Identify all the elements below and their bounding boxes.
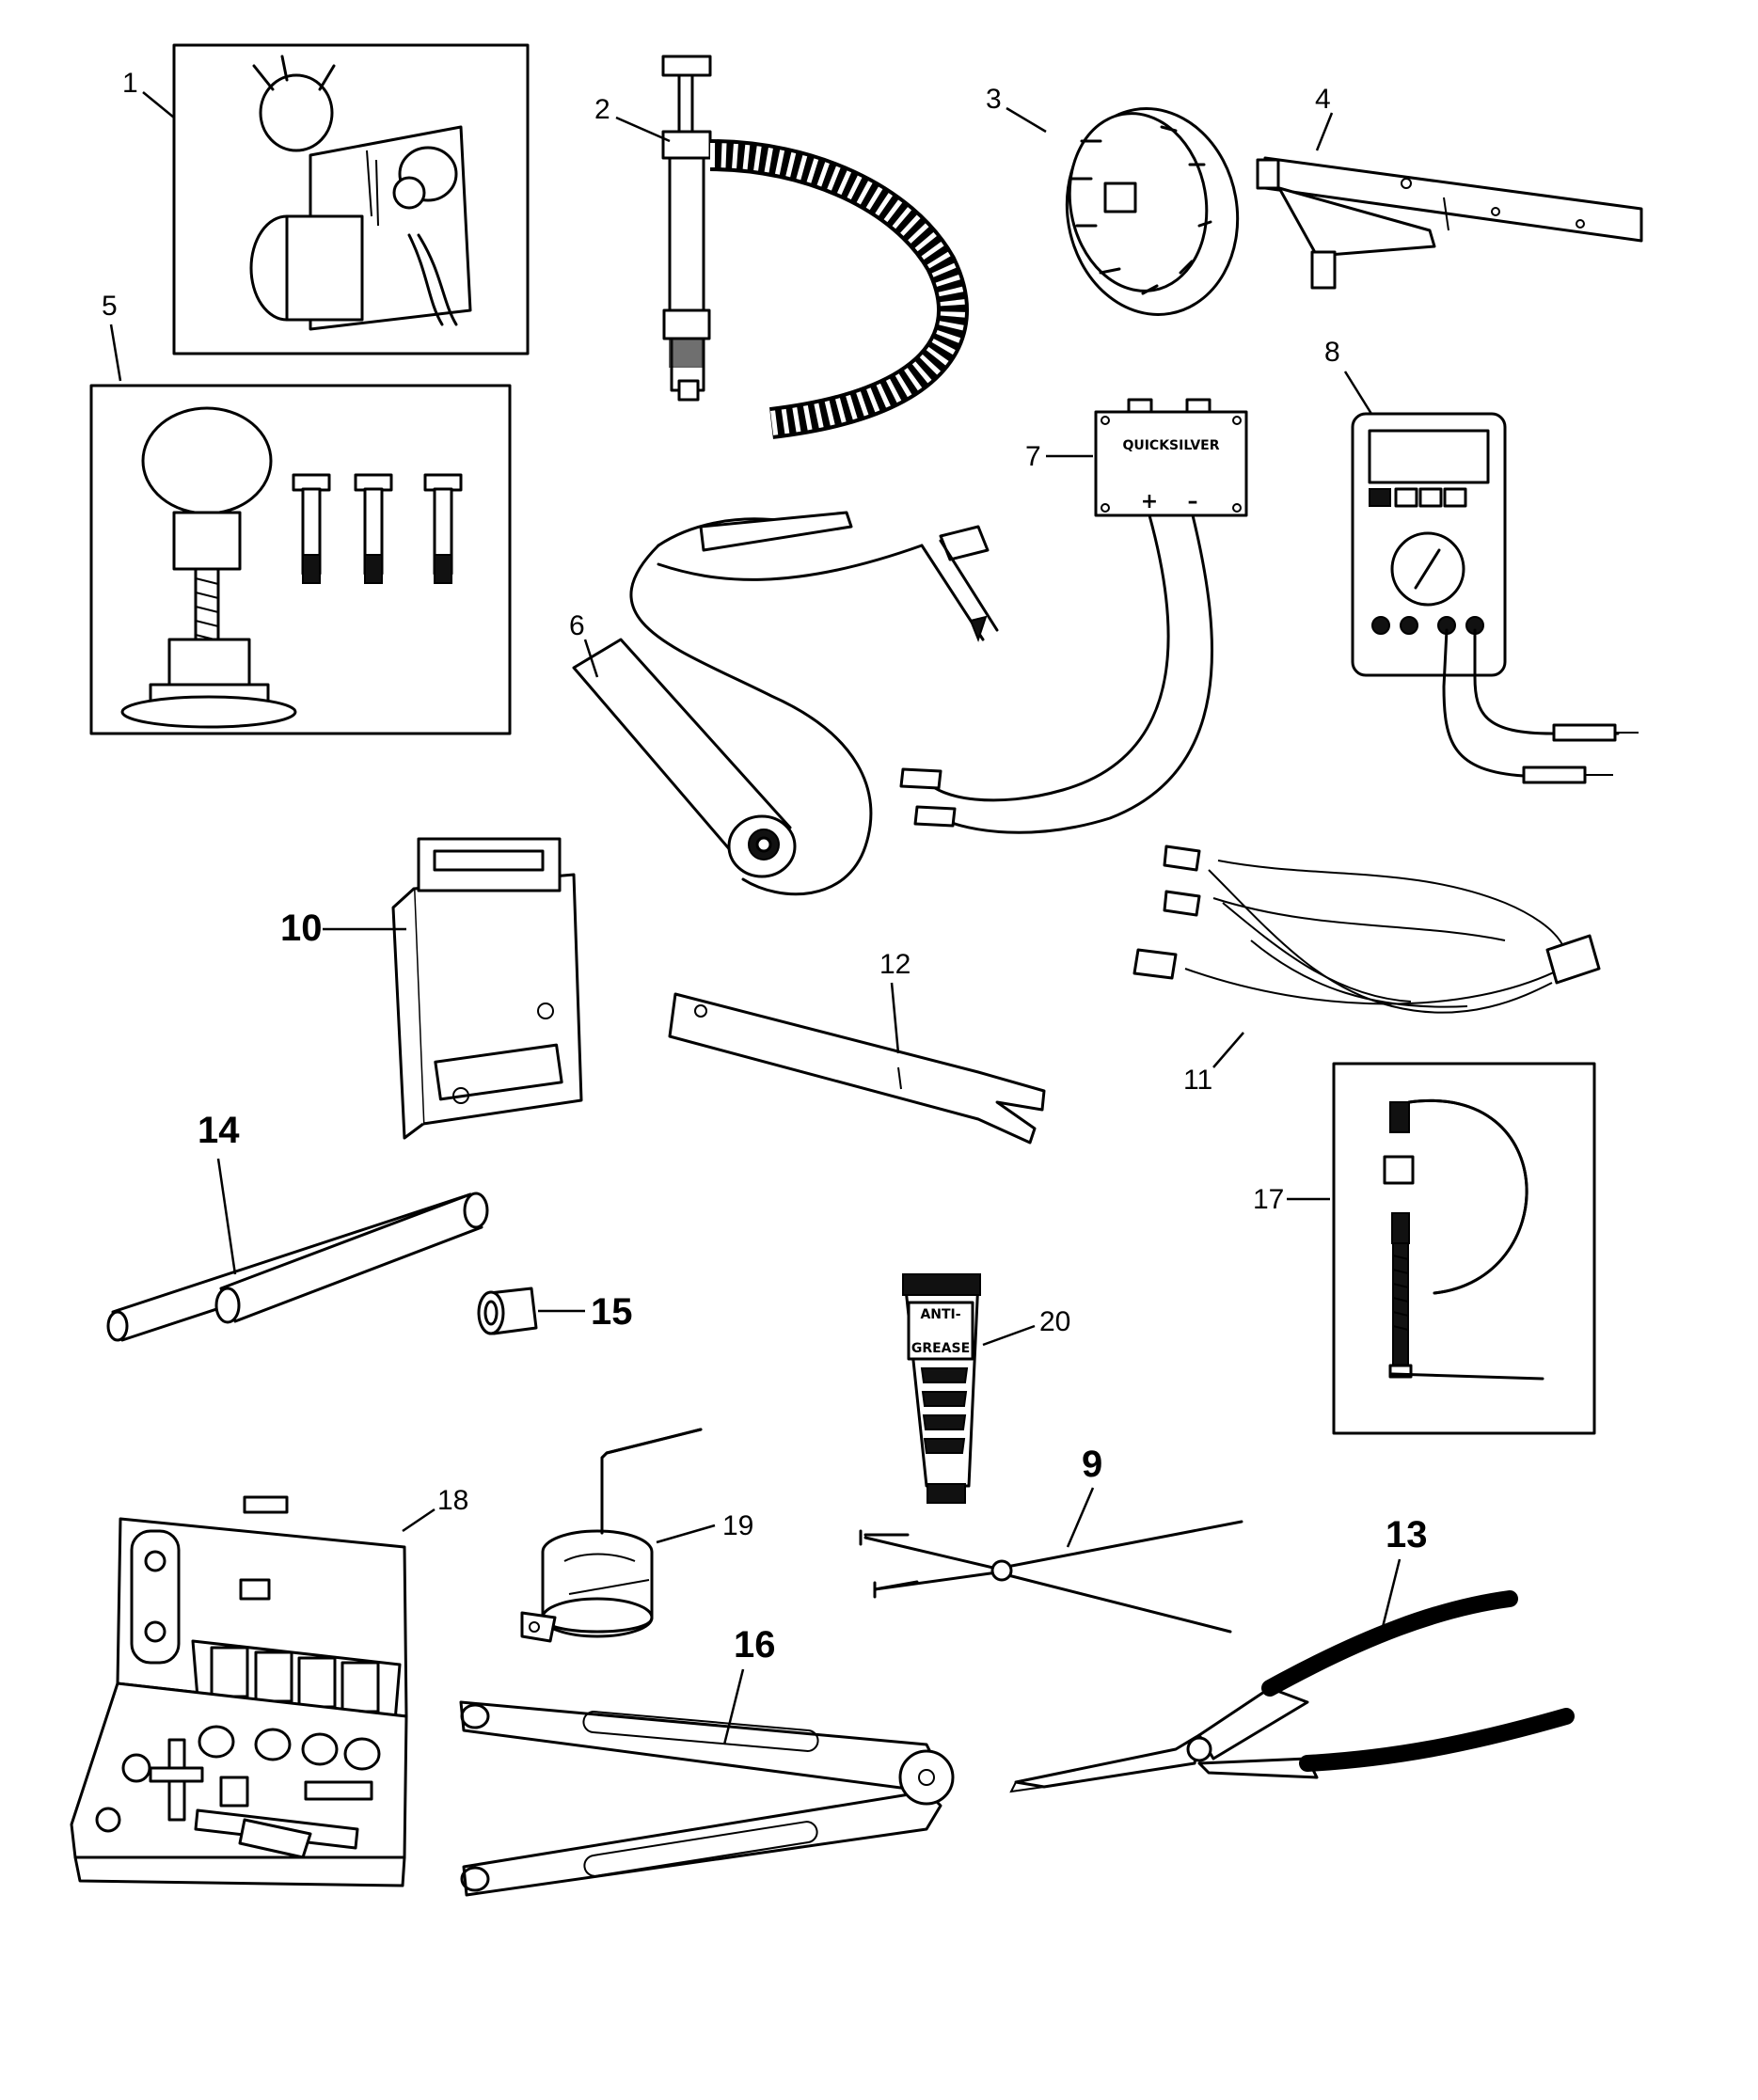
tool-20-grease-tube: ANTI- GREASE bbox=[902, 1273, 981, 1504]
tool-12-fork-tool bbox=[668, 992, 1046, 1145]
tool-1-flush-attachment bbox=[172, 43, 530, 355]
tool-18-tool-kit-case bbox=[70, 1495, 408, 1887]
tester-plus-label: + bbox=[1141, 490, 1158, 513]
callout-12: 12 bbox=[879, 949, 911, 980]
tool-13-pliers bbox=[1009, 1590, 1575, 1793]
tool-17-c-clamp bbox=[1332, 1062, 1596, 1435]
tool-9-spreader-tool bbox=[859, 1520, 1243, 1634]
callout-2: 2 bbox=[594, 94, 610, 125]
callout-1: 1 bbox=[122, 68, 138, 99]
callout-16: 16 bbox=[734, 1624, 776, 1666]
tool-8-multimeter bbox=[1351, 412, 1639, 784]
callout-19: 19 bbox=[722, 1510, 753, 1541]
callout-11: 11 bbox=[1183, 1065, 1212, 1096]
tool-16-spanner-wrench bbox=[459, 1700, 955, 1897]
callout-8: 8 bbox=[1324, 337, 1340, 368]
grease-label-line3: GREASE bbox=[911, 1341, 970, 1356]
tool-2-hand-pump bbox=[661, 55, 969, 439]
callout-5: 5 bbox=[102, 291, 118, 322]
tool-14-driver-rod bbox=[106, 1192, 489, 1342]
callout-3: 3 bbox=[986, 84, 1002, 115]
callout-10: 10 bbox=[280, 908, 323, 949]
callout-4: 4 bbox=[1315, 84, 1331, 115]
tool-7-quicksilver-tester: QUICKSILVER + – bbox=[899, 398, 1248, 834]
callout-15: 15 bbox=[591, 1291, 633, 1333]
callout-17: 17 bbox=[1253, 1184, 1284, 1215]
callout-20: 20 bbox=[1039, 1306, 1070, 1337]
callout-7: 7 bbox=[1025, 441, 1041, 472]
tool-11-diagnostic-harness bbox=[1132, 845, 1601, 1014]
tool-10-ecm-module bbox=[391, 837, 583, 1140]
grease-label-line1: ANTI- bbox=[920, 1307, 960, 1322]
tool-3-filter-wrench bbox=[1065, 107, 1240, 316]
tool-19-ring-compressor bbox=[520, 1428, 703, 1643]
callout-9: 9 bbox=[1082, 1444, 1102, 1485]
tool-5-lifting-eye-kit bbox=[89, 384, 512, 735]
callout-13: 13 bbox=[1386, 1514, 1428, 1555]
callout-18: 18 bbox=[437, 1485, 468, 1516]
tool-4-flywheel-holder bbox=[1256, 156, 1643, 290]
tool-6-timing-light bbox=[572, 511, 999, 896]
callout-14: 14 bbox=[198, 1110, 240, 1151]
callout-6: 6 bbox=[569, 610, 585, 641]
tester-minus-label: – bbox=[1188, 490, 1198, 513]
tester-brand-label: QUICKSILVER bbox=[1122, 438, 1219, 453]
tool-15-bushing bbox=[477, 1287, 538, 1335]
